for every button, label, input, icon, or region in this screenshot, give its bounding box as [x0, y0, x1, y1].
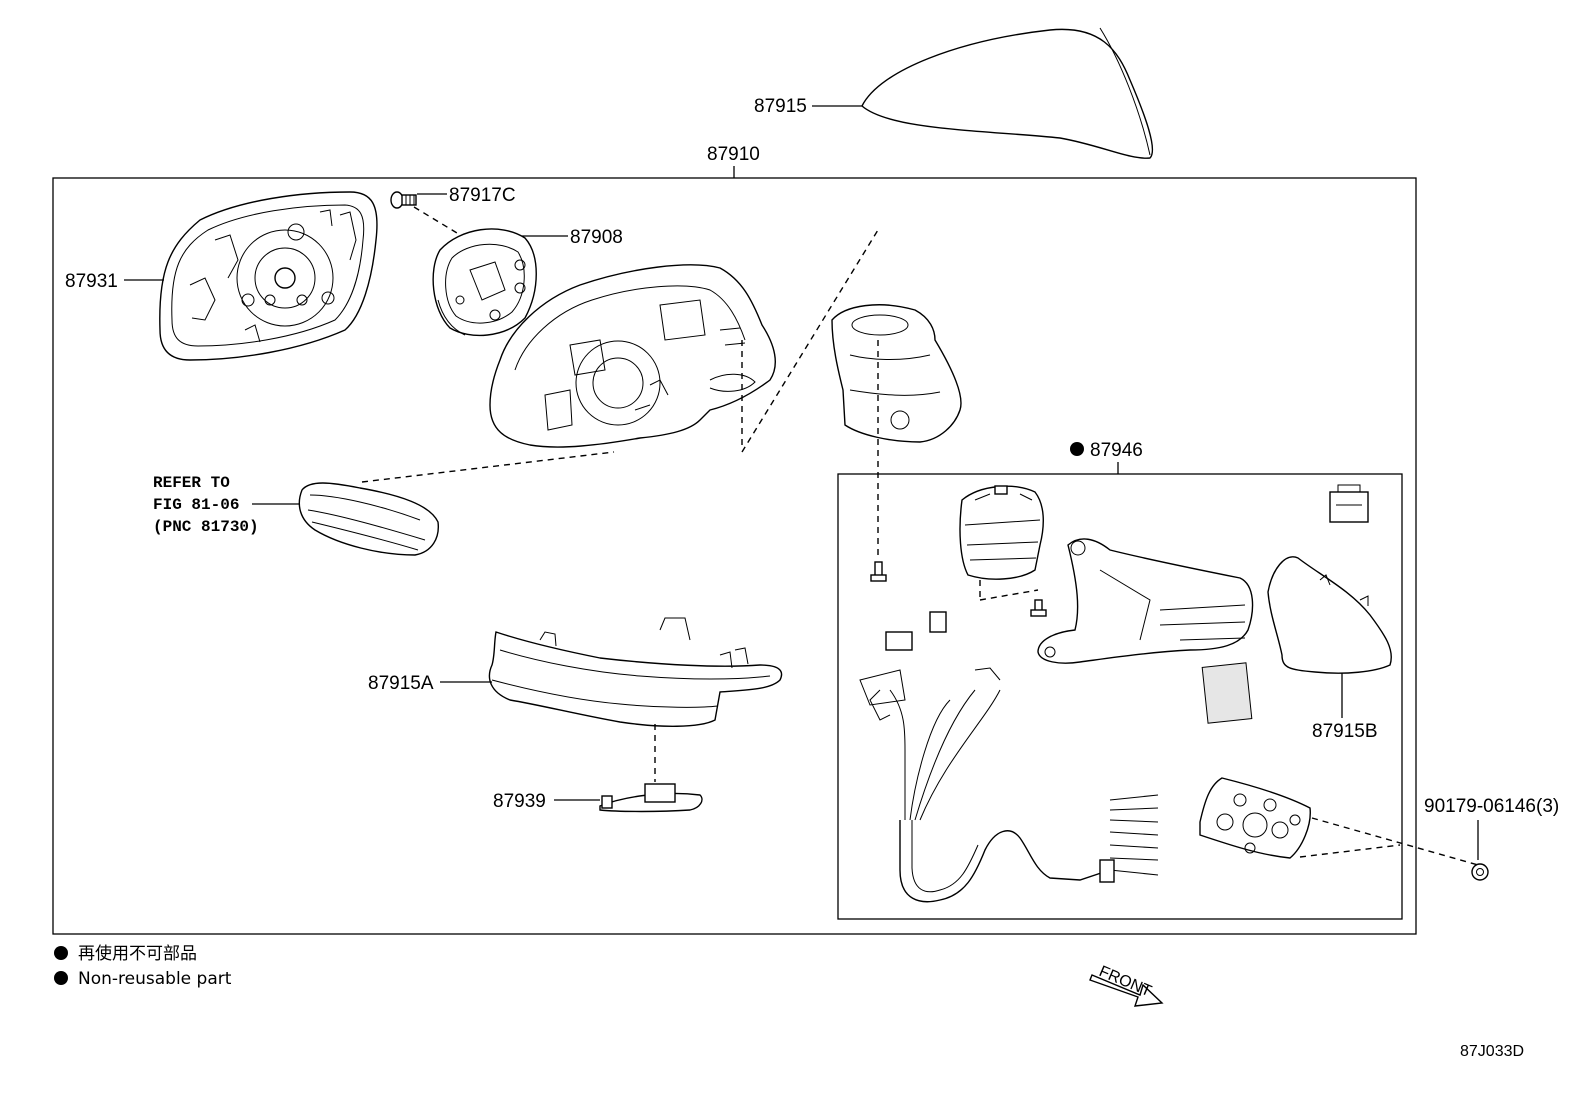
part-label-87931: 87931 — [65, 271, 118, 292]
frame-bracket-drawing — [1037, 538, 1254, 664]
mirror-cover-drawing — [861, 27, 1154, 159]
nut-drawing — [1471, 863, 1489, 881]
mirror-housing-drawing — [489, 264, 776, 448]
actuator-87908-drawing — [432, 228, 537, 337]
garnish-87915a-drawing — [488, 617, 783, 727]
wire-harness-drawing — [859, 611, 1159, 903]
part-label-90179: 90179-06146(3) — [1424, 796, 1559, 817]
lamp-87939-drawing — [599, 783, 703, 813]
front-arrow: FRONT — [1089, 963, 1164, 1007]
inner-cover-drawing — [1267, 556, 1392, 674]
connector-drawing — [1329, 484, 1369, 523]
part-label-87915b: 87915B — [1312, 721, 1378, 742]
dash-87917c — [413, 206, 463, 237]
refer-line-1: REFER TO — [153, 474, 230, 492]
legend-text-en: Non-reusable part — [78, 969, 232, 989]
part-label-87908: 87908 — [570, 227, 623, 248]
screw-small-2-drawing — [1030, 599, 1047, 617]
side-turn-lamp-drawing — [298, 482, 439, 556]
front-label: FRONT — [1096, 963, 1154, 1000]
part-label-87915a: 87915A — [368, 673, 434, 694]
part-label-87946: 87946 — [1090, 440, 1143, 461]
assembly-box-87910 — [52, 177, 1417, 935]
diagram-code: 87J033D — [1460, 1043, 1524, 1060]
sub-assembly-box-87946 — [837, 473, 1403, 920]
dash-plate-1 — [1311, 817, 1479, 866]
part-label-87910: 87910 — [707, 144, 760, 165]
fold-motor-drawing — [959, 485, 1044, 580]
screw-small-1-drawing — [870, 561, 887, 582]
dash-motor-2 — [979, 589, 1039, 601]
non-reusable-mark-87946 — [1070, 442, 1084, 456]
dash-housing-bulb — [361, 451, 615, 483]
part-label-87915: 87915 — [754, 96, 807, 117]
refer-line-3: (PNC 81730) — [153, 518, 259, 536]
gasket-drawing — [1201, 662, 1253, 724]
legend-bullet-en — [54, 971, 68, 985]
part-label-87917c: 87917C — [449, 185, 516, 206]
legend-text-jp: 再使用不可部品 — [78, 943, 197, 964]
screw-87917c-drawing — [390, 191, 417, 209]
mirror-glass-drawing — [159, 191, 378, 361]
dash-plate-2 — [1299, 844, 1401, 858]
mirror-base-drawing — [831, 304, 962, 443]
mounting-plate-drawing — [1199, 777, 1311, 859]
refer-line-2: FIG 81-06 — [153, 496, 239, 514]
part-label-87939: 87939 — [493, 791, 546, 812]
legend-bullet-jp — [54, 946, 68, 960]
